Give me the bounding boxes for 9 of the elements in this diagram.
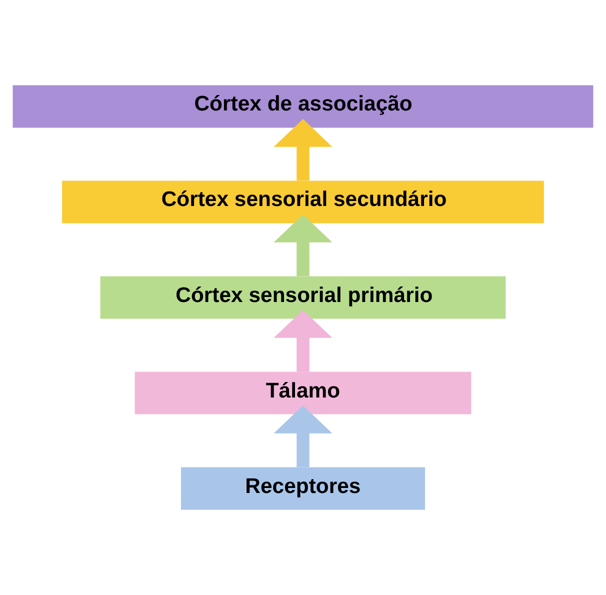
node-box: Córtex de associação [12,85,594,128]
node-box: Córtex sensorial secundário [62,180,544,224]
arrow [274,214,332,276]
node-box: Receptores [180,467,426,510]
node-box: Tálamo [134,372,472,414]
node-box: Córtex sensorial primário [100,276,506,319]
arrow [274,406,332,468]
arrow [274,118,332,181]
arrow [274,310,332,372]
